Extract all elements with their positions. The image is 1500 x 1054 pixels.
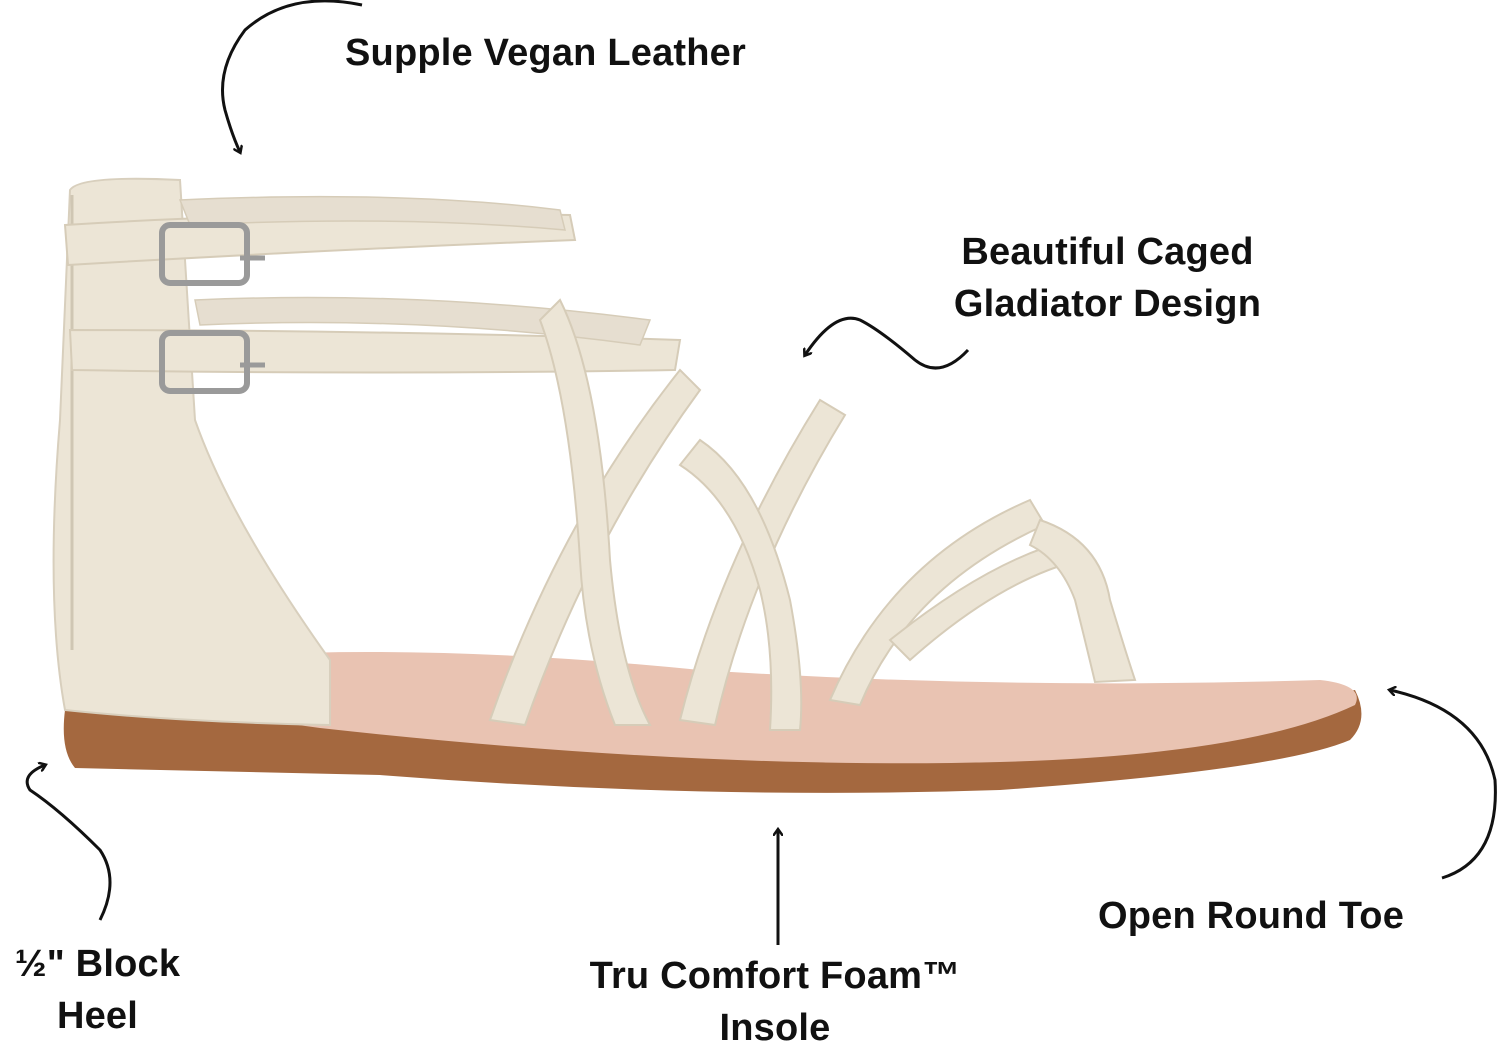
callout-block-heel: ½" Block Heel [0, 938, 195, 1042]
arrow-leather [221, 0, 363, 152]
footbed [180, 652, 1357, 764]
callout-insole-line2: Insole [719, 1007, 831, 1049]
sandal-image [52, 177, 1362, 793]
cage-strap-2 [538, 298, 652, 726]
buckle-lower [159, 330, 250, 394]
heel-counter [52, 177, 331, 727]
callout-caged-gladiator-design: Beautiful Caged Gladiator Design [930, 226, 1285, 330]
buckle-upper [159, 222, 250, 286]
arrow-heel [25, 765, 112, 921]
callout-supple-vegan-leather: Supple Vegan Leather [345, 32, 746, 74]
callout-open-round-toe: Open Round Toe [1098, 895, 1405, 937]
ankle-strap-lower [68, 328, 682, 374]
callout-heel-line1: ½" Block [14, 943, 181, 985]
callout-tru-comfort-foam-insole: Tru Comfort Foam™ Insole [560, 950, 990, 1054]
callout-design-line2: Gladiator Design [953, 283, 1262, 325]
arrow-toe [1390, 690, 1497, 880]
cage-strap-4 [678, 438, 803, 731]
cage-strap-5 [828, 498, 1047, 707]
callout-heel-line2: Heel [56, 995, 139, 1037]
callout-insole-line1: Tru Comfort Foam™ [589, 955, 961, 997]
callout-design-line1: Beautiful Caged [961, 231, 1254, 273]
arrow-design [805, 316, 970, 370]
toe-post [1028, 518, 1137, 684]
